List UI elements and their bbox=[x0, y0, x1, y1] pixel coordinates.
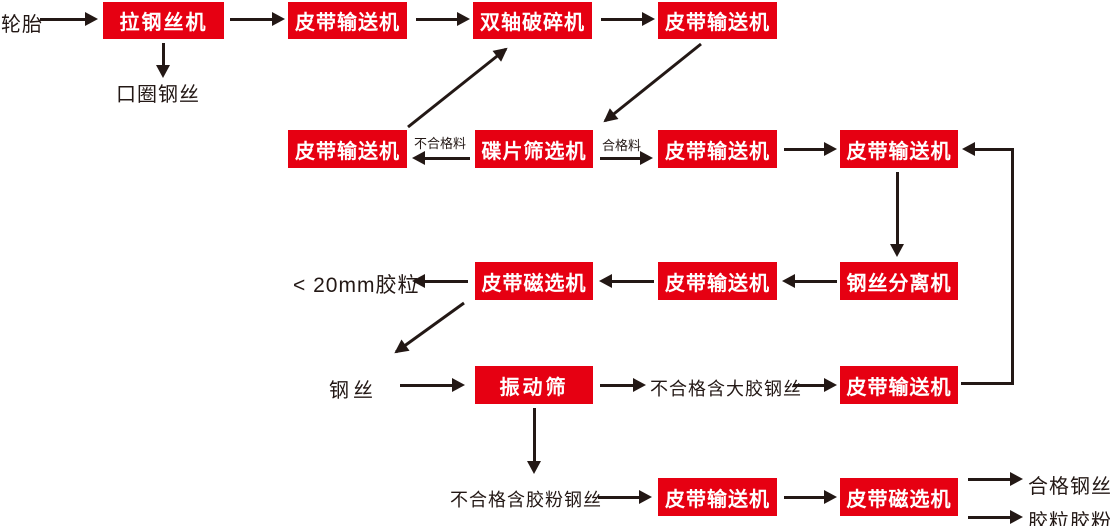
arrow-shaft bbox=[975, 147, 1014, 151]
arrow-shaft bbox=[161, 43, 165, 65]
arrow-head bbox=[599, 274, 612, 288]
arrow-shaft bbox=[795, 279, 837, 283]
arrow-shaft bbox=[40, 17, 85, 21]
node-wire-drawing-machine: 拉钢丝机 bbox=[103, 2, 224, 39]
arrow-belt-5-to-wire-separator bbox=[889, 172, 905, 257]
arrow-head bbox=[640, 151, 653, 165]
label-steel-wire: 钢丝 bbox=[329, 380, 377, 402]
arrow-head bbox=[412, 274, 425, 288]
arrow-shaft bbox=[600, 156, 640, 160]
arrow-shaft bbox=[600, 383, 633, 387]
label-rubber-granules-and-powder: 胶粒胶粉 bbox=[1028, 511, 1110, 526]
arrow-vibrating-screen-to-powder-label bbox=[526, 408, 542, 474]
arrow-magnetic-1-to-20mm-label bbox=[412, 273, 468, 289]
arrow-large-rubber-label-to-belt-7 bbox=[793, 377, 837, 393]
arrow-crusher-to-belt-2 bbox=[601, 11, 655, 27]
arrow-disc-screener-to-belt-4 bbox=[600, 150, 653, 166]
arrow-wire-drawing-to-bead-wire bbox=[155, 43, 171, 78]
label-unqualified-wire-with-large-rubber: 不合格含大胶钢丝 bbox=[650, 379, 802, 399]
arrow-wire-separator-to-belt-6 bbox=[782, 273, 837, 289]
return-line-horizontal bbox=[961, 382, 1014, 385]
arrow-shaft bbox=[968, 477, 1010, 481]
arrow-head bbox=[85, 12, 98, 26]
arrow-head bbox=[527, 461, 541, 474]
label-bead-ring-wire: 口圈钢丝 bbox=[116, 84, 200, 106]
node-belt-conveyor-3: 皮带输送机 bbox=[288, 130, 407, 168]
arrow-head bbox=[782, 274, 795, 288]
arrow-head bbox=[457, 12, 470, 26]
arrow-head bbox=[1010, 510, 1023, 524]
arrow-powder-label-to-belt-8 bbox=[598, 489, 652, 505]
arrow-belt-3-to-crusher bbox=[407, 47, 508, 129]
arrow-steel-wire-to-vibrating-screen bbox=[400, 377, 465, 393]
arrow-head bbox=[890, 244, 904, 257]
node-double-shaft-crusher: 双轴破碎机 bbox=[473, 2, 592, 39]
node-belt-magnetic-separator-1: 皮带磁选机 bbox=[475, 262, 593, 300]
arrow-tire-to-wire-drawing bbox=[40, 11, 98, 27]
arrow-shaft bbox=[532, 408, 536, 461]
node-disc-screening-machine: 碟片筛选机 bbox=[475, 130, 593, 168]
arrow-head bbox=[452, 378, 465, 392]
arrow-shaft bbox=[230, 17, 272, 21]
arrow-shaft bbox=[598, 495, 639, 499]
arrow-shaft bbox=[601, 17, 642, 21]
node-vibrating-screen: 振动筛 bbox=[475, 366, 593, 404]
label-qualified-material: 合格料 bbox=[602, 138, 642, 153]
arrow-shaft bbox=[793, 383, 824, 387]
node-belt-conveyor-7: 皮带输送机 bbox=[840, 366, 958, 404]
arrow-shaft bbox=[400, 383, 452, 387]
arrow-head bbox=[156, 65, 170, 78]
arrow-magnetic-1-to-steel-wire bbox=[394, 301, 465, 354]
node-belt-conveyor-8: 皮带输送机 bbox=[658, 478, 777, 516]
arrow-belt-2-to-disc-screener bbox=[603, 42, 702, 123]
arrow-magnetic-2-to-qualified-wire bbox=[968, 471, 1023, 487]
node-belt-magnetic-separator-2: 皮带磁选机 bbox=[840, 478, 958, 516]
node-belt-conveyor-4: 皮带输送机 bbox=[658, 130, 777, 168]
arrow-shaft bbox=[895, 172, 899, 244]
node-belt-conveyor-6: 皮带输送机 bbox=[658, 262, 777, 300]
arrow-shaft bbox=[968, 515, 1010, 519]
return-line-vertical bbox=[1011, 149, 1014, 385]
arrow-head bbox=[1010, 472, 1023, 486]
label-under-20mm-rubber-granules: < 20mm胶粒 bbox=[293, 274, 420, 297]
arrow-head bbox=[639, 490, 652, 504]
arrow-wire-drawing-to-belt-1 bbox=[230, 11, 285, 27]
arrow-shaft bbox=[425, 156, 470, 160]
label-qualified-steel-wire: 合格钢丝 bbox=[1028, 476, 1110, 498]
arrow-vibrating-screen-to-large-rubber-label bbox=[600, 377, 646, 393]
arrow-head bbox=[412, 151, 425, 165]
node-wire-separator: 钢丝分离机 bbox=[840, 262, 958, 300]
arrow-head bbox=[633, 378, 646, 392]
arrow-head bbox=[272, 12, 285, 26]
arrow-head bbox=[824, 378, 837, 392]
arrow-return-to-belt-5 bbox=[962, 141, 1014, 157]
arrow-belt-4-to-belt-5 bbox=[784, 141, 837, 157]
arrow-shaft bbox=[784, 147, 824, 151]
label-unqualified-wire-with-rubber-powder: 不合格含胶粉钢丝 bbox=[450, 490, 602, 510]
label-unqualified-material: 不合格料 bbox=[414, 136, 467, 151]
node-belt-conveyor-5: 皮带输送机 bbox=[840, 130, 958, 168]
arrow-disc-screener-to-belt-3 bbox=[412, 150, 470, 166]
arrow-head bbox=[962, 142, 975, 156]
arrow-head bbox=[824, 142, 837, 156]
arrow-shaft bbox=[425, 279, 468, 283]
label-tire: 轮胎 bbox=[1, 14, 43, 36]
arrow-shaft bbox=[612, 279, 654, 283]
arrow-head bbox=[824, 490, 837, 504]
arrow-shaft bbox=[784, 495, 824, 499]
node-belt-conveyor-1: 皮带输送机 bbox=[288, 2, 407, 39]
arrow-belt-8-to-magnetic-2 bbox=[784, 489, 837, 505]
node-belt-conveyor-2: 皮带输送机 bbox=[658, 2, 777, 39]
arrow-belt-1-to-crusher bbox=[416, 11, 470, 27]
arrow-magnetic-2-to-granules-powder bbox=[968, 509, 1023, 525]
arrow-belt-6-to-magnetic-1 bbox=[599, 273, 654, 289]
arrow-head bbox=[642, 12, 655, 26]
arrow-shaft bbox=[416, 17, 457, 21]
